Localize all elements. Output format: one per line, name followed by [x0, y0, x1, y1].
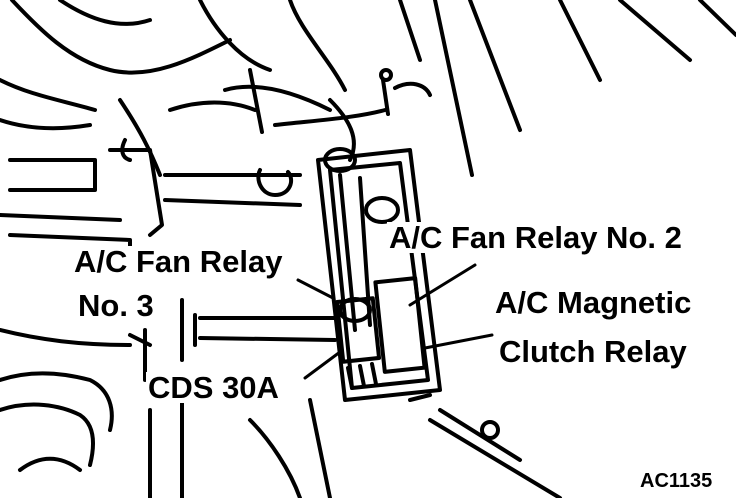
figure-code: AC1135	[638, 470, 715, 492]
label-magnetic-clutch-relay-line1: A/C Magnetic	[493, 285, 694, 320]
relay-box	[316, 147, 442, 402]
mounting-bracket	[0, 138, 302, 267]
label-magnetic-clutch-relay-line2: Clutch Relay	[497, 334, 689, 369]
upper-engine-hoses	[0, 0, 736, 177]
label-fan-relay-no-3-line1: A/C Fan Relay	[72, 244, 285, 279]
label-fan-relay-no-2: A/C Fan Relay No. 2	[387, 220, 684, 255]
leader-lines	[296, 263, 494, 380]
label-fuse-cds-30a: CDS 30A	[146, 370, 281, 405]
lower-hoses	[0, 298, 562, 498]
label-fan-relay-no-3-line2: No. 3	[76, 288, 156, 323]
